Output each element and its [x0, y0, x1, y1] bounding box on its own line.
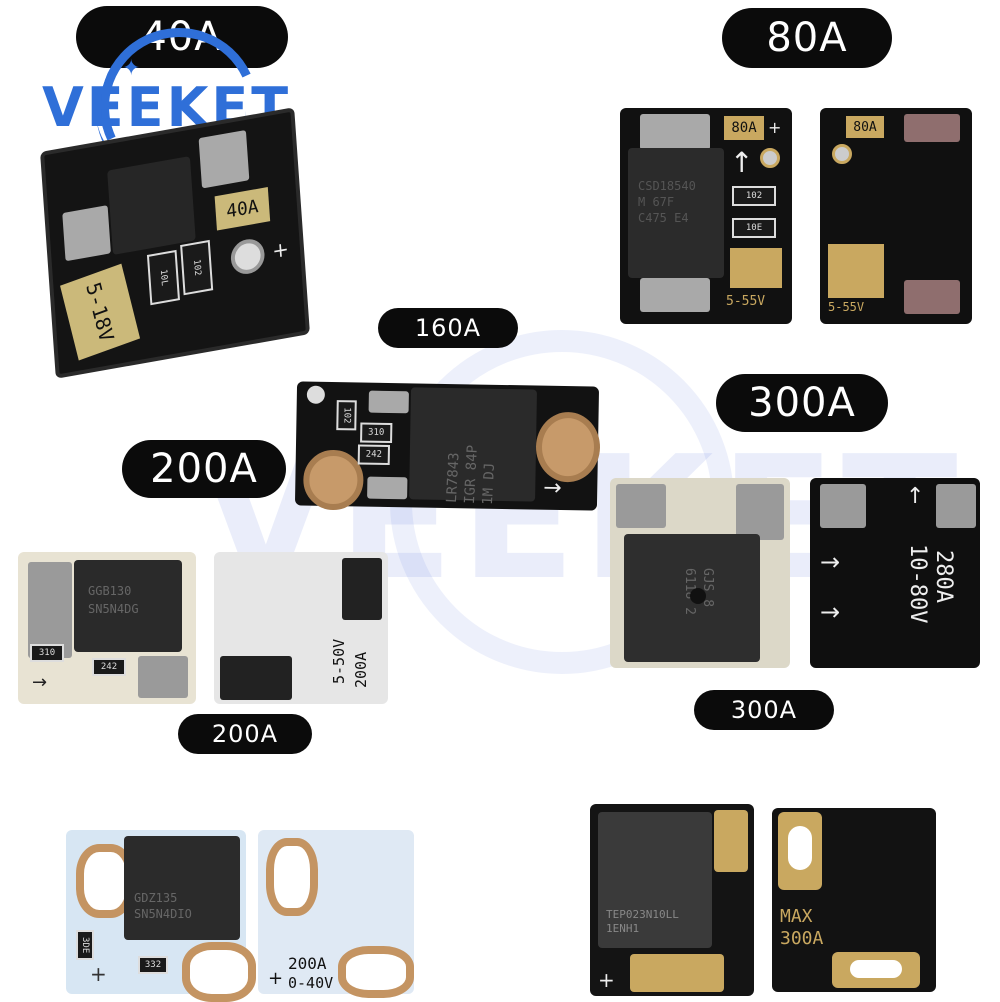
smd-resistor-b: 102 [180, 239, 214, 296]
pad-left [62, 205, 111, 262]
mount-hole [229, 236, 266, 277]
board-300a-back: ↑ → → 10-80V 280A [810, 478, 980, 668]
slot-top [788, 826, 812, 870]
rating-silkscreen: 40A [214, 187, 271, 231]
arrow-right-icon: → [32, 672, 48, 693]
pad-right [198, 129, 250, 189]
pad-left [28, 562, 72, 658]
plus-marking: + [90, 962, 107, 986]
voltage-silkscreen: 5-50V [330, 638, 348, 684]
smd-resistor-a: 10L [146, 249, 180, 306]
pad-bottom [367, 476, 408, 500]
label-40a: 40A [76, 6, 288, 68]
board-300a-bottom-front: TEP023N10LL 1ENH1 + [590, 804, 754, 996]
terminal-ring-bottom [338, 946, 414, 998]
pad-top-left [820, 484, 866, 528]
voltage-silkscreen: 5-18V [60, 263, 141, 361]
mosfet-chip [628, 148, 724, 278]
arrow-right-icon: → [820, 548, 841, 576]
label-300a-top: 300A [716, 374, 888, 432]
plus-marking: + [598, 968, 615, 992]
mount-hole [832, 144, 852, 164]
pad-top-right [736, 484, 784, 540]
pin1-dot [690, 588, 706, 604]
arrow-right-icon: → [820, 598, 841, 626]
smd-resistor-a: 3DE [76, 930, 94, 960]
label-160a: 160A [378, 308, 518, 348]
plus-marking: + [268, 968, 284, 989]
pad-top [904, 114, 960, 142]
pad-top-right [936, 484, 976, 528]
max-silkscreen: MAX [780, 906, 813, 927]
voltage-silkscreen: 0-40V [288, 974, 334, 992]
rating-silkscreen: 200A [288, 954, 327, 973]
terminal-ring-top [266, 838, 318, 916]
voltage-silkscreen: 5-55V [726, 294, 766, 309]
board-160a: 102 310 242 LR7843 IGR 84P 1M DJ → [294, 381, 601, 511]
pad-top [342, 558, 382, 620]
board-80a-front: CSD18540 M 67F C475 E4 80A + ↑ 102 10E 5… [620, 108, 792, 324]
pad-bottom [138, 656, 188, 698]
board-200a-front: GGB130 SN5N4DG 310 242 → [18, 552, 196, 704]
smd-resistor-a: 102 [732, 186, 776, 206]
terminal-ring-left [302, 449, 364, 511]
smd-resistor-b: 310 [360, 422, 393, 444]
mosfet-chip [124, 836, 240, 940]
plus-marking: + [768, 118, 782, 137]
mount-hole [306, 385, 326, 404]
plus-marking: + [271, 236, 290, 264]
rating-silkscreen: 80A [846, 116, 884, 138]
board-40a: 10L 102 40A 5-18V + [40, 107, 310, 379]
terminal-ring-right [535, 411, 601, 483]
board-300a-front: GJS 8 6118 2 [610, 478, 790, 668]
mosfet-chip [74, 560, 182, 652]
rating-silkscreen: 80A [724, 116, 764, 140]
chip-marking: TEP023N10LL 1ENH1 [606, 908, 679, 935]
rating-silkscreen: 300A [780, 928, 824, 949]
board-200a-blue-back: 200A 0-40V + [258, 830, 414, 998]
mount-hole [760, 148, 780, 168]
chip-marking: LR7843 IGR 84P 1M DJ [443, 444, 499, 506]
pad-top [368, 390, 409, 414]
label-80a: 80A [722, 8, 892, 68]
smd-resistor-b: 332 [138, 956, 168, 974]
voltage-silkscreen: 10-80V [905, 544, 930, 624]
arrow-right-icon: → [543, 475, 562, 502]
gold-pad [730, 248, 782, 288]
rating-silkscreen: 200A [352, 651, 370, 688]
board-200a-back: 5-50V 200A [214, 552, 388, 704]
label-300a-bottom: 300A [694, 690, 834, 730]
rating-silkscreen: 280A [931, 550, 956, 603]
arrow-up-icon: ↑ [906, 484, 925, 509]
gold-pad [828, 244, 884, 298]
smd-resistor-b: 242 [92, 658, 126, 676]
terminal-ring-bottom [182, 942, 256, 1002]
smd-resistor-b: 10E [732, 218, 776, 238]
mosfet-chip [598, 812, 712, 948]
pad-top-left [616, 484, 666, 528]
board-300a-bottom-back: MAX 300A [772, 808, 936, 992]
smd-resistor-a: 310 [30, 644, 64, 662]
pad-bottom [904, 280, 960, 314]
slot-bottom [850, 960, 902, 978]
voltage-silkscreen: 5-55V [828, 300, 865, 314]
logo-star-icon: ✦ [122, 56, 141, 81]
label-200a-top: 200A [122, 440, 286, 498]
smd-resistor-c: 242 [357, 444, 391, 466]
gold-pad-bottom [630, 954, 724, 992]
pad-bottom [220, 656, 292, 700]
pad-bottom [640, 278, 710, 312]
pad-top [640, 114, 710, 150]
board-200a-blue-front: GDZ135 SN5N4DIO 3DE 332 + [66, 830, 256, 1002]
mosfet-chip [107, 156, 196, 255]
arrow-up-icon: ↑ [730, 146, 754, 179]
label-200a-bottom: 200A [178, 714, 312, 754]
board-80a-back: 80A 5-55V [820, 108, 972, 324]
smd-resistor-a: 102 [336, 400, 357, 431]
chip-marking: GGB130 SN5N4DG [88, 584, 139, 616]
chip-marking: GDZ135 SN5N4DIO [134, 891, 192, 921]
chip-marking: CSD18540 M 67F C475 E4 [638, 179, 696, 225]
gold-pad-right [714, 810, 748, 872]
